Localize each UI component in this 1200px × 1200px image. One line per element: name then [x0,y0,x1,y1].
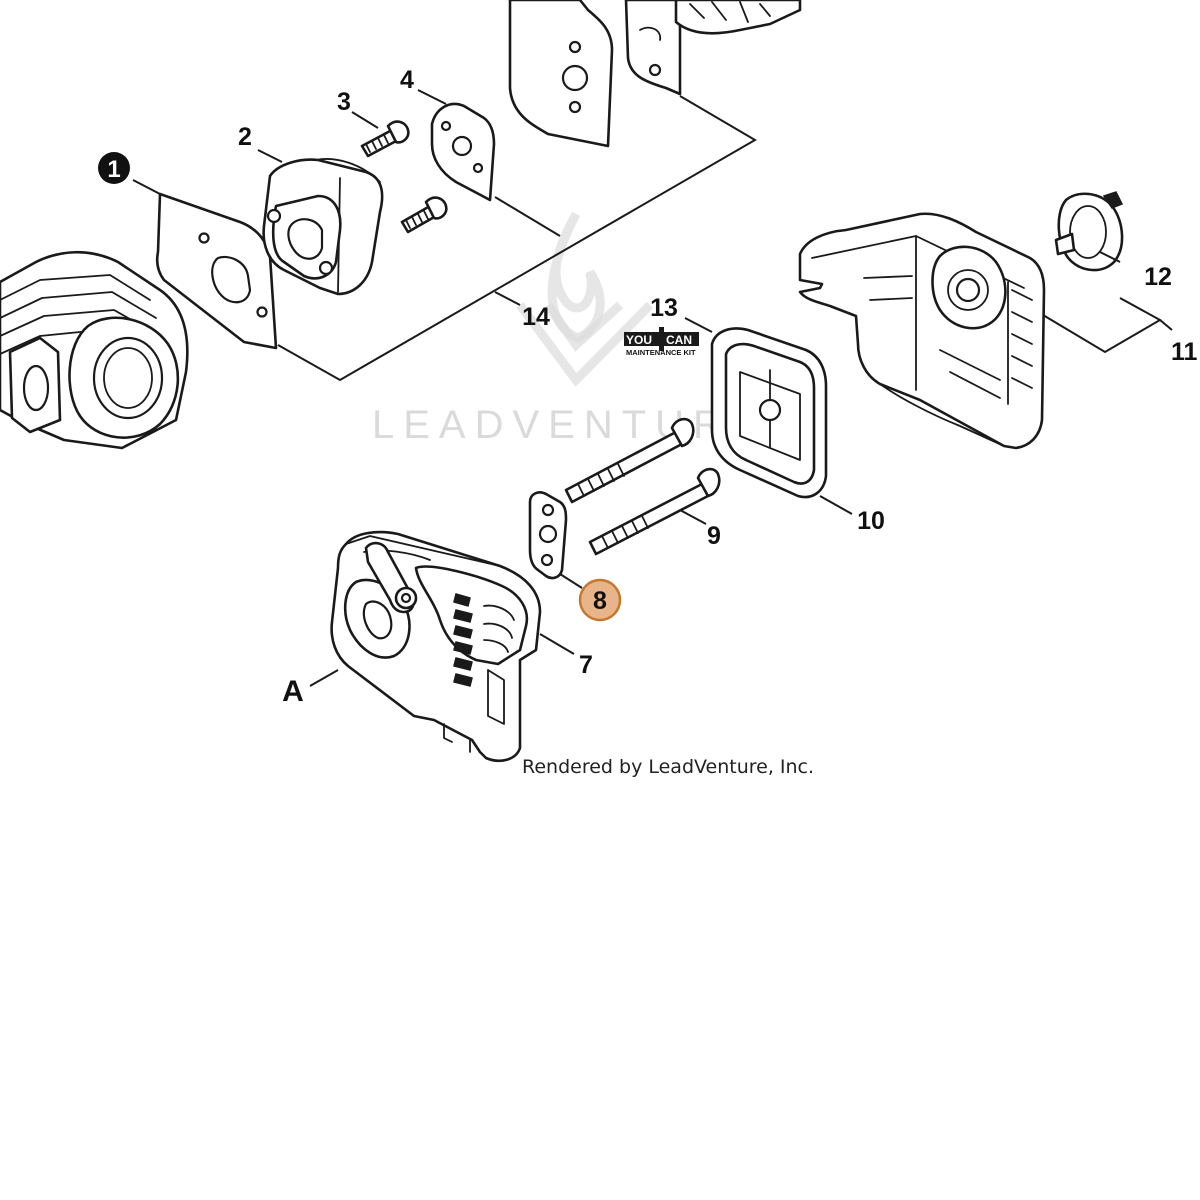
callout-8[interactable]: 8 [593,587,607,615]
spacer-plate-partial [508,0,614,148]
callout-13: 13 [650,294,678,322]
part-11-air-filter-housing [798,212,1046,450]
callout-1-circle [98,152,130,184]
callout-9: 9 [707,522,721,550]
part-1-gasket [155,192,278,350]
badge-subtitle: MAINTENANCE KIT [626,348,696,357]
part-4-gasket [430,102,496,202]
callout-14: 14 [522,303,550,331]
part-2-intake-manifold [262,158,384,296]
part-8-bracket [528,491,568,580]
part-9-bolts [564,417,721,556]
part-7-starter-cover [330,530,542,762]
callout-10: 10 [857,507,885,535]
callout-2: 2 [238,123,252,151]
callout-3: 3 [337,88,351,116]
callout-11: 11 [1171,338,1198,366]
part-12-primer-bulb [1054,191,1124,272]
part-3-screws [360,120,448,234]
callout-7: 7 [579,651,593,679]
badge-you: YOU [626,333,652,347]
watermark-text: LEADVENTURE [372,403,767,447]
maintenance-kit-badge: YOU CAN MAINTENANCE KIT [624,327,699,357]
callout-4: 4 [400,66,414,94]
watermark-logo [516,211,654,387]
cylinder-partial [0,250,189,450]
assembly-bracket-11 [1042,297,1173,354]
carburetor-partial [674,0,802,35]
view-label-a: A [282,675,304,708]
part-10-filter [710,327,828,499]
leader-lines [132,89,1121,687]
assembly-bracket-14 [277,95,757,382]
callout-12: 12 [1144,263,1172,291]
callout-8-highlight[interactable] [578,578,622,622]
render-credit: Rendered by LeadVenture, Inc. [522,756,814,778]
carburetor-gasket-partial [624,0,682,96]
callout-1: 1 [107,156,120,183]
badge-can: CAN [666,333,692,347]
